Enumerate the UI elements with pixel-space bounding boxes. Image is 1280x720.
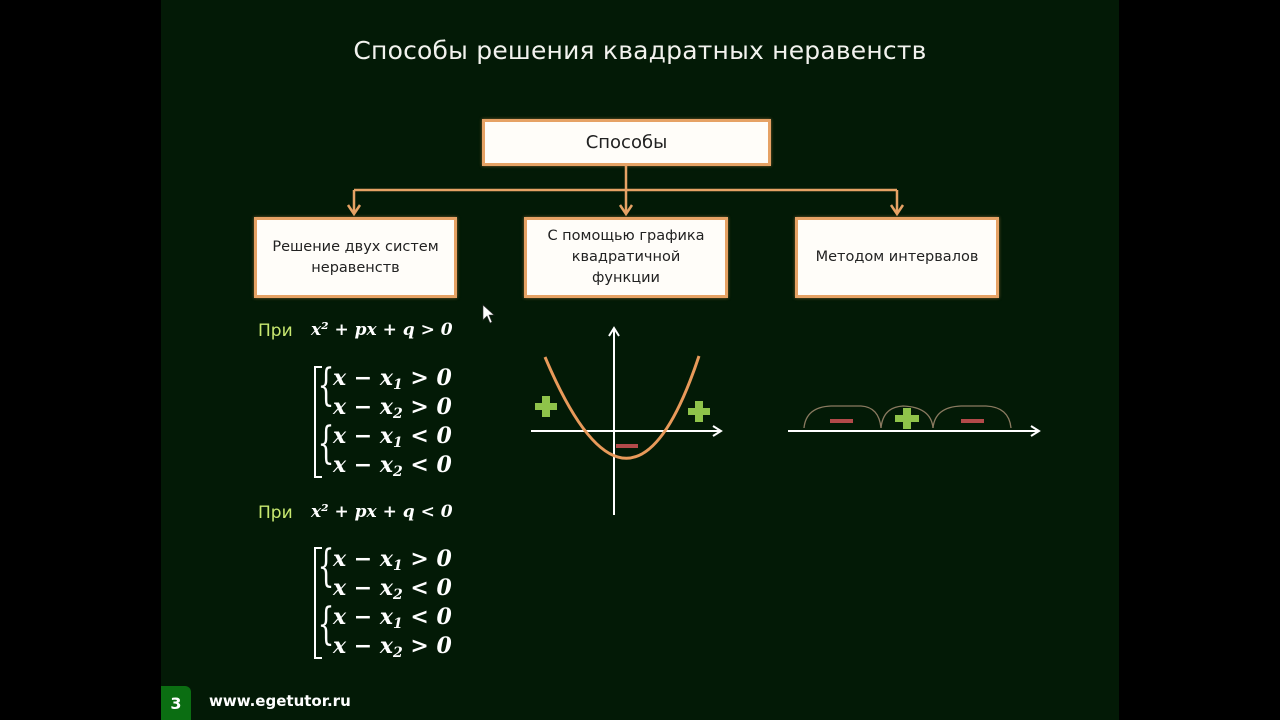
system-brace: { <box>317 418 335 469</box>
system-row: x − x2 < 0 <box>333 452 452 480</box>
pri-label: При <box>258 503 293 523</box>
minus-icon <box>961 419 984 423</box>
slide-title: Способы решения квадратных неравенств <box>353 36 927 65</box>
root-box-sposoby: Способы <box>482 119 771 166</box>
slide-number: 3 <box>161 686 191 720</box>
system-row: x − x2 > 0 <box>333 394 452 422</box>
parabola-curve <box>543 355 701 460</box>
method-box-intervals: Методом интервалов <box>795 217 999 298</box>
interval-diagram <box>788 405 1041 437</box>
plus-icon <box>535 396 557 417</box>
system-row: x − x1 < 0 <box>333 604 452 632</box>
method-box-graph: С помощью графика квадратичной функции <box>524 217 728 298</box>
connectors-and-graphs <box>346 166 1041 515</box>
union-bracket <box>314 547 322 659</box>
system-gt: x − x1 > 0 x − x2 > 0 x − x1 < 0 x − x2 … <box>333 364 452 480</box>
minus-icon <box>830 419 853 423</box>
system-brace: { <box>317 541 335 592</box>
mouse-cursor-icon <box>482 304 495 324</box>
tree-connectors <box>346 166 905 217</box>
plus-icon <box>895 408 919 429</box>
website-link[interactable]: www.egetutor.ru <box>209 692 351 710</box>
system-row: x − x2 < 0 <box>333 575 452 603</box>
method-box-two-systems: Решение двух систем неравенств <box>254 217 457 298</box>
inequality-lt: x² + px + q < 0 <box>311 502 453 522</box>
system-row: x − x2 > 0 <box>333 633 452 661</box>
parabola-graph <box>531 326 723 515</box>
system-row: x − x1 > 0 <box>333 365 452 393</box>
system-brace: { <box>317 599 335 650</box>
plus-icon <box>688 401 710 422</box>
pri-label: При <box>258 321 293 341</box>
union-bracket <box>314 366 322 478</box>
inequality-gt: x² + px + q > 0 <box>311 320 453 340</box>
system-brace: { <box>317 360 335 411</box>
minus-icon <box>616 444 638 448</box>
system-row: x − x1 < 0 <box>333 423 452 451</box>
system-lt: x − x1 > 0 x − x2 < 0 x − x1 < 0 x − x2 … <box>333 545 452 661</box>
slide: Способы решения квадратных неравенств <box>161 0 1119 720</box>
system-row: x − x1 > 0 <box>333 546 452 574</box>
